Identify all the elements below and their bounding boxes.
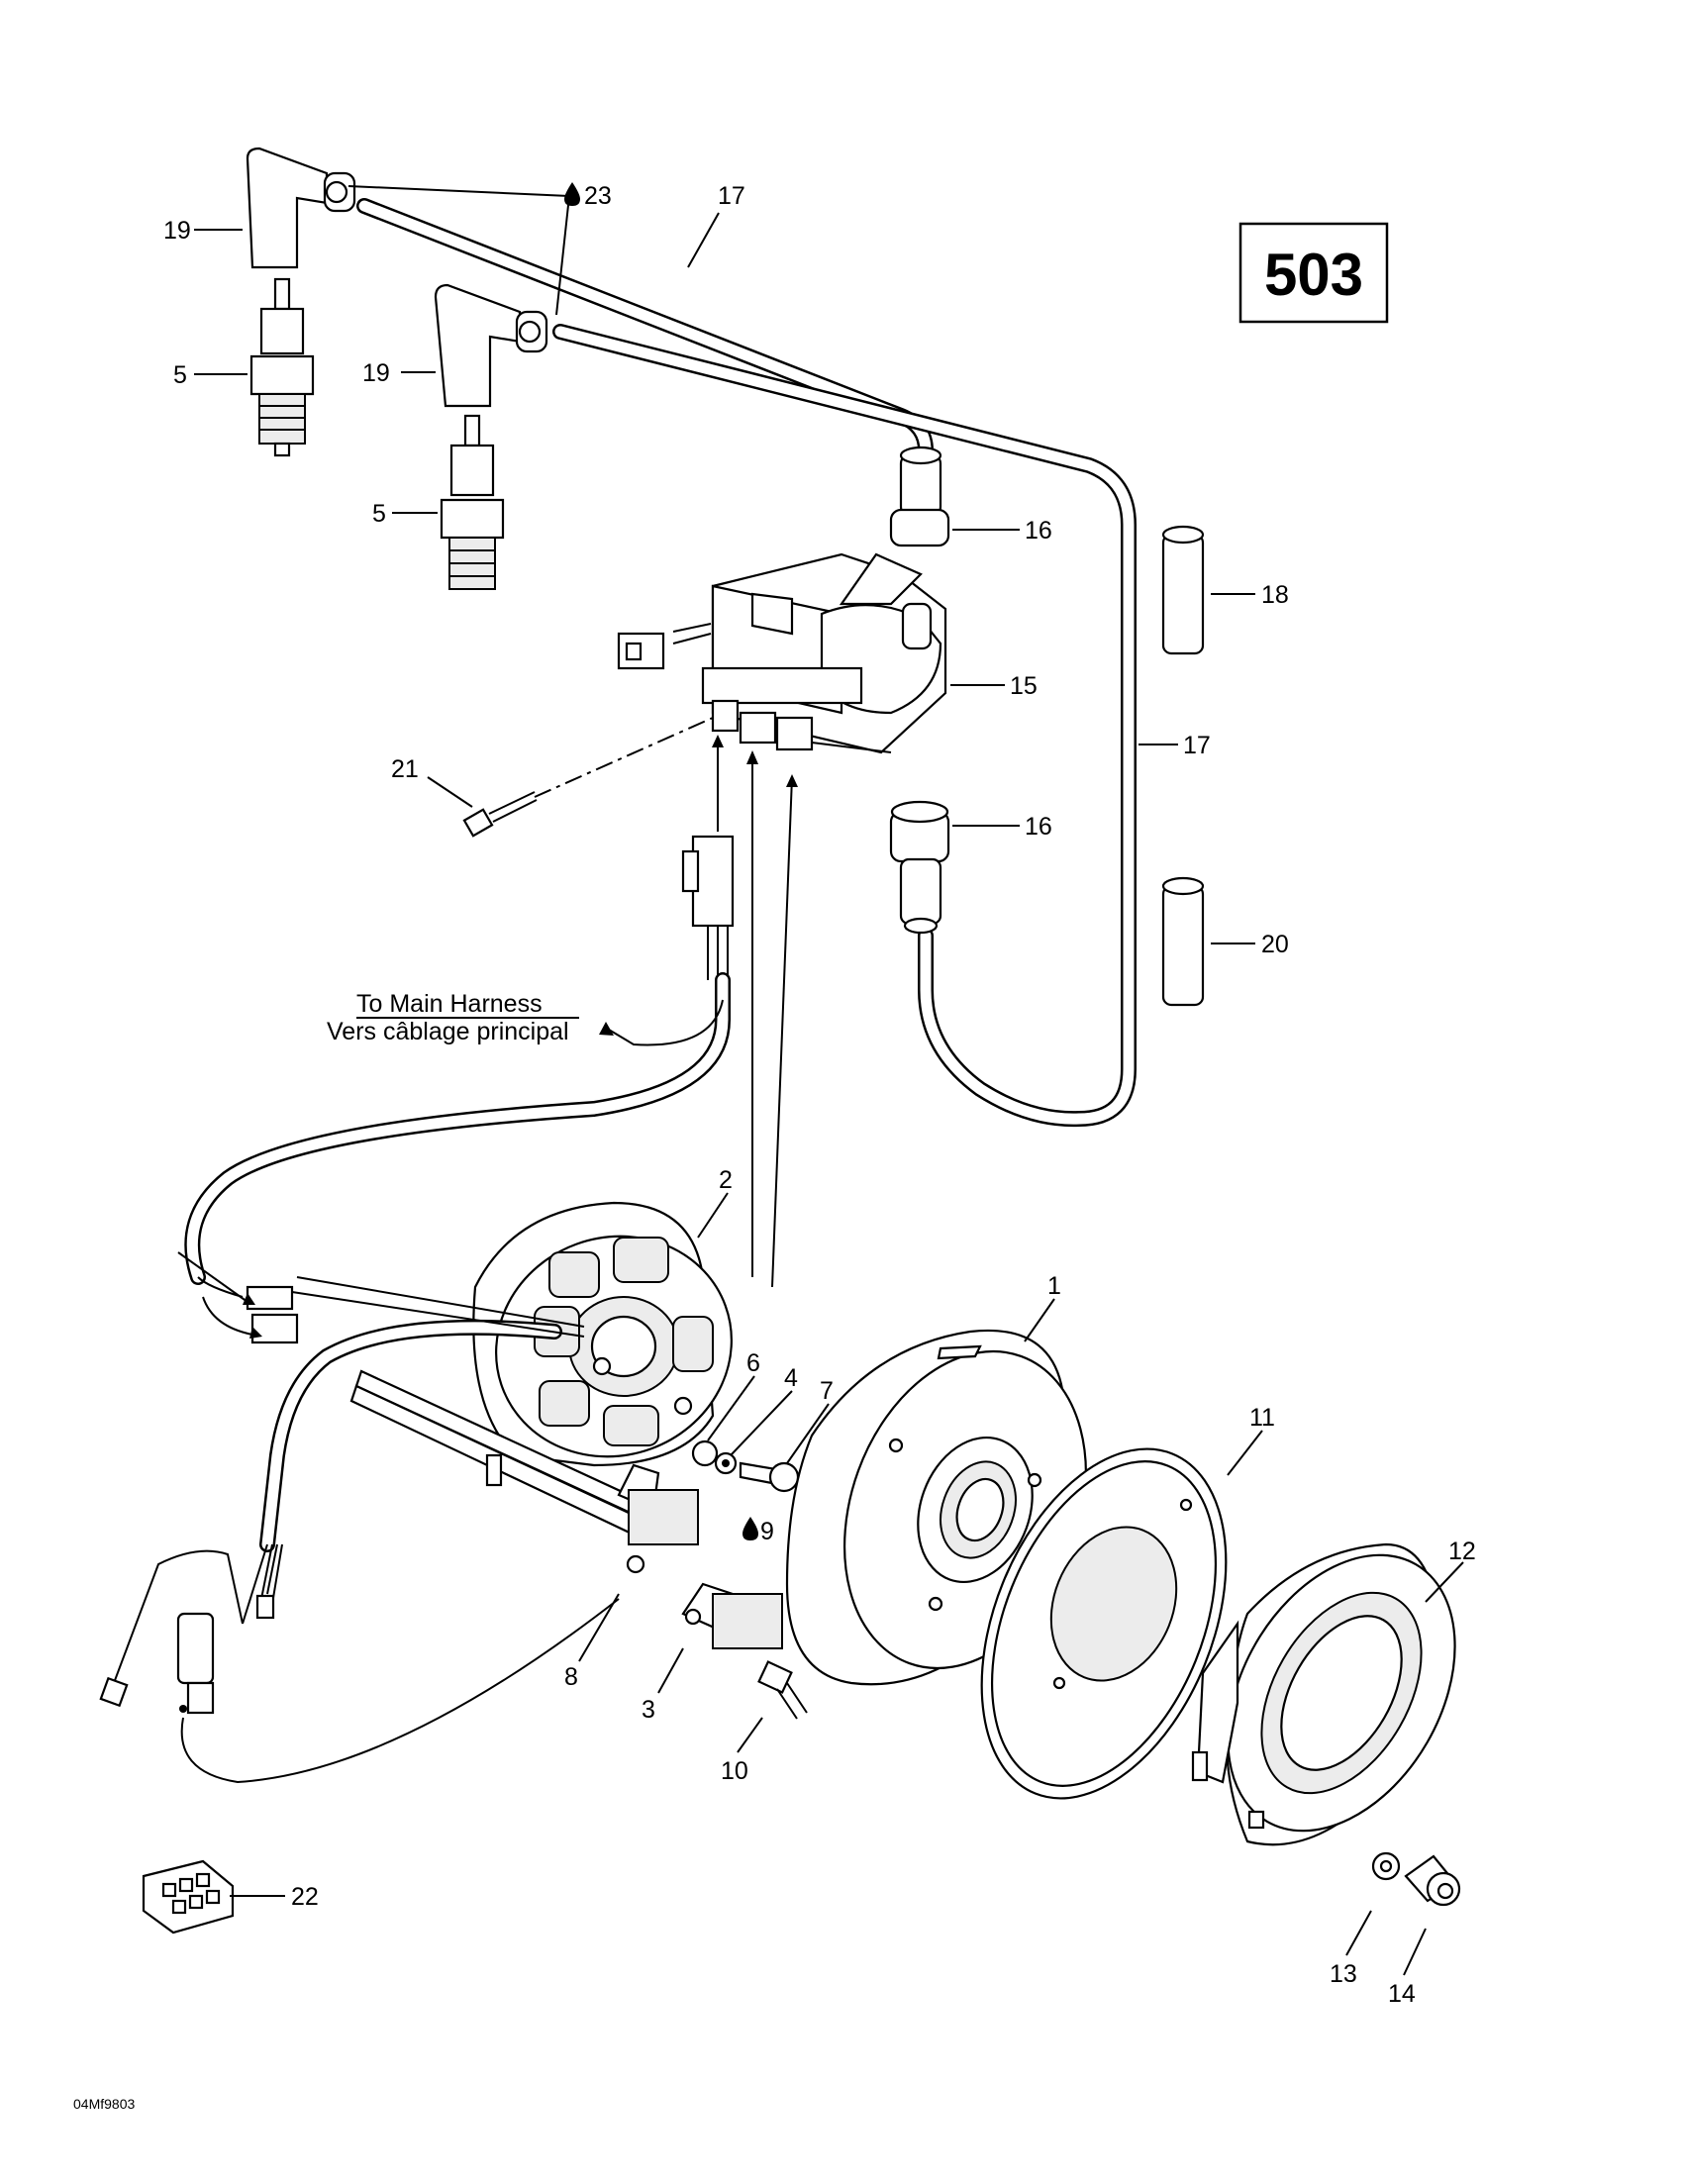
starter-housing <box>1191 1542 1456 1846</box>
callout-16-upper: 16 <box>1025 517 1052 545</box>
screw-21 <box>462 717 714 838</box>
connector-housing-22 <box>142 1859 235 1935</box>
stator-wires <box>99 1251 585 1715</box>
leader-23 <box>347 185 570 316</box>
ignition-coil <box>617 552 947 754</box>
trigger-coil-bracket <box>349 1369 699 1574</box>
callout-3: 3 <box>642 1696 655 1724</box>
drop-icon <box>564 182 758 1540</box>
harness-connector <box>681 735 798 1288</box>
spark-plug-cap-lower <box>434 283 548 408</box>
callout-14: 14 <box>1388 1980 1416 2008</box>
spark-plug-upper <box>249 277 315 457</box>
callout-2: 2 <box>719 1166 733 1194</box>
callout-17-right: 17 <box>1183 732 1211 759</box>
cover-plate <box>980 1447 1228 1800</box>
main-harness-note: To Main Harness Vers câblage principal <box>327 990 579 1045</box>
pickup-coil-3 <box>681 1582 783 1649</box>
callout-23: 23 <box>584 182 612 210</box>
callout-21: 21 <box>391 755 419 783</box>
callout-5-upper: 5 <box>173 361 187 389</box>
callout-13: 13 <box>1330 1960 1357 1988</box>
screw-10 <box>757 1660 808 1720</box>
callout-11: 11 <box>1249 1404 1275 1432</box>
sleeve-18 <box>1161 525 1205 655</box>
page-number-box: 503 <box>1238 222 1389 324</box>
sleeve-20 <box>1161 876 1205 1007</box>
spark-plug-cap-upper <box>246 147 356 269</box>
callout-19-lower: 19 <box>362 359 390 387</box>
leader-lines <box>194 212 1464 1976</box>
ground-lead <box>179 1598 620 1784</box>
stator <box>472 1201 733 1467</box>
spark-plug-lower <box>440 414 505 590</box>
callout-10: 10 <box>721 1757 748 1785</box>
coil-boot-lower <box>889 800 950 935</box>
page-number: 503 <box>1264 242 1363 308</box>
callout-22: 22 <box>291 1883 319 1911</box>
washers-and-screw <box>691 1439 800 1493</box>
screw-14 <box>1404 1854 1461 1907</box>
callout-12: 12 <box>1448 1538 1476 1565</box>
washer-13 <box>1371 1851 1401 1881</box>
callout-6: 6 <box>746 1349 760 1377</box>
flywheel-rotor <box>785 1329 1088 1686</box>
callout-15: 15 <box>1010 672 1038 700</box>
callout-7: 7 <box>820 1377 834 1405</box>
callout-8: 8 <box>564 1663 578 1691</box>
callout-4: 4 <box>784 1364 798 1392</box>
callout-20: 20 <box>1261 931 1289 958</box>
callout-9: 9 <box>760 1518 774 1545</box>
callout-numbers: 19 5 19 5 23 17 16 15 17 18 16 20 21 2 1… <box>163 182 1476 2008</box>
stator-harness-cable <box>184 972 731 1285</box>
callout-19-upper: 19 <box>163 217 191 245</box>
note-line-1: To Main Harness <box>356 990 543 1018</box>
callout-1: 1 <box>1047 1272 1061 1300</box>
coil-boot-upper <box>889 446 950 547</box>
callout-18: 18 <box>1261 581 1289 609</box>
callout-5-lower: 5 <box>372 500 386 528</box>
callout-17-upper: 17 <box>718 182 745 210</box>
callout-16-lower: 16 <box>1025 813 1052 841</box>
note-line-2: Vers câblage principal <box>327 1018 569 1045</box>
drawing-code: 04Mf9803 <box>73 2096 135 2112</box>
